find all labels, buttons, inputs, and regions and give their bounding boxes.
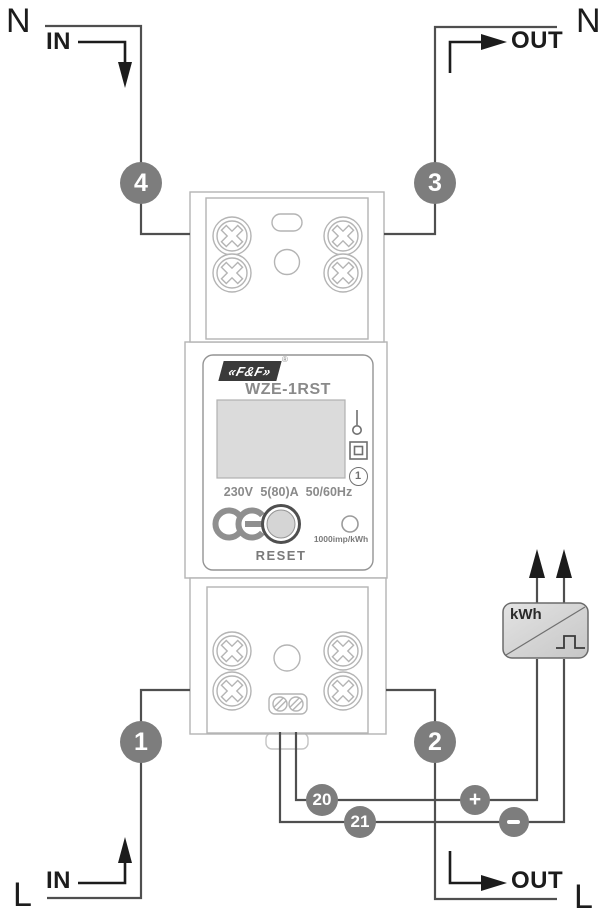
kwh-counter-box [502,602,589,659]
reset-button [261,504,301,544]
pulse-signal-icon [556,635,585,649]
wire-n-out [384,25,557,236]
impulse-led [341,515,359,533]
bottom-center-hole [273,644,301,672]
wire-impulse-21-minus [278,659,566,824]
top-terminal-screws [212,213,363,293]
kwh-counter-label: kWh [510,606,542,623]
counter-arrows [529,549,572,578]
minus-bar [507,820,520,824]
ce-mark [212,507,265,541]
polarity-badge-minus [498,807,529,837]
terminal-badge-4: 4 [120,162,162,204]
double-insulation-icon [349,441,368,460]
arrow-out-top [448,40,481,73]
wire-l-out [386,688,557,901]
wire-l-in [47,688,190,900]
terminal-badge-3: 3 [414,162,456,204]
terminal-badge-2: 2 [414,721,456,763]
lcd-display [216,399,346,479]
model-name: WZE-1RST [245,381,331,398]
brand-logo: «F&F» [218,361,282,381]
reset-label: RESET [255,548,307,563]
polarity-badge-plus: + [460,785,490,815]
pin-icon [351,410,362,435]
impulse-rate-label: 1000imp/kWh [313,534,369,544]
label-in-bottom: IN [46,867,71,894]
arrow-in-bottom [78,862,127,885]
label-n-top-right: N [576,2,600,40]
arrow-out-bottom [448,851,481,885]
wire-impulse-20-plus [294,659,539,802]
registered-mark: ® [282,355,288,364]
ratings-text: 230V 5(80)A 50/60Hz [223,485,353,499]
label-l-bottom-right: L [574,878,593,916]
bottom-terminal-screws [212,631,363,715]
label-out-top: OUT [511,27,564,54]
label-in-top: IN [46,28,71,55]
flow-arrows [78,40,481,885]
single-phase-icon: 1 [348,466,368,486]
label-out-bottom: OUT [511,867,564,894]
flow-arrowheads [118,34,507,891]
terminal-badge-21: 21 [344,806,376,838]
impulse-output-terminal [268,693,308,715]
top-center-hole [273,248,301,276]
arrow-in-top [78,40,127,63]
label-l-bottom-left: L [13,876,32,914]
label-n-top-left: N [6,2,31,40]
terminal-badge-20: 20 [306,784,338,816]
wire-n-in [45,24,190,236]
wires [45,24,566,901]
terminal-badge-1: 1 [120,721,162,763]
top-pill-slot [271,213,303,232]
